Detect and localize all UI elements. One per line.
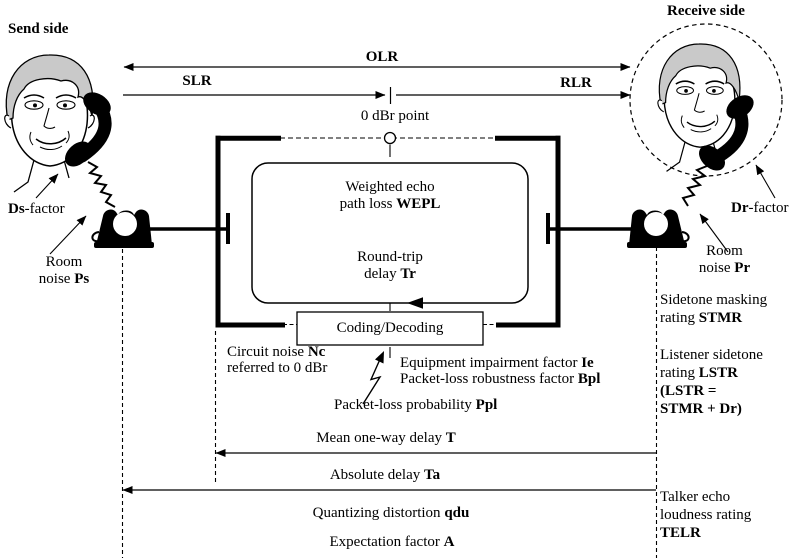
codec-box — [296, 311, 484, 346]
quantizing-distortion-label: Quantizing distortion qdu — [312, 505, 470, 521]
receive-handset-icon — [698, 95, 754, 171]
equipment-impairment-label: Equipment impairment factor Ie — [400, 355, 594, 371]
rlr-label: RLR — [560, 75, 592, 91]
send-face-illustration — [3, 54, 96, 193]
absolute-delay-label: Absolute delay Ta — [329, 467, 441, 483]
zero-dbr-label: 0 dBr point — [360, 108, 430, 124]
codec-label: Coding/Decoding — [336, 320, 444, 336]
room-noise-pr-label: Room noise Pr — [698, 243, 751, 276]
telr-label: Talker echo loudness rating TELR — [660, 489, 752, 541]
round-trip-delay-label: Round-trip delay Tr — [357, 249, 423, 282]
dr-factor-label: Dr-factor — [731, 200, 789, 216]
send-cord-icon — [87, 161, 116, 208]
loop-direction-arrowhead — [407, 297, 423, 309]
ds-factor-label: Ds-factor — [8, 201, 65, 217]
olr-label: OLR — [365, 49, 399, 65]
zero-dbr-point-marker — [383, 131, 397, 145]
slr-label: SLR — [182, 73, 212, 89]
packet-loss-robustness-label: Packet-loss robustness factor Bpl — [400, 371, 601, 387]
wepl-label: Weighted echo path loss WEPL — [339, 179, 441, 212]
lstr-label: Listener sidetone rating LSTR (LSTR = ST… — [660, 347, 763, 417]
receive-head-dashed-circle — [629, 23, 783, 177]
expectation-factor-label: Expectation factor A — [329, 534, 455, 550]
room-noise-ps-pointer-arrow — [49, 215, 87, 255]
mean-delay-label: Mean one-way delay T — [316, 430, 456, 446]
ds-factor-pointer-arrow — [35, 173, 59, 199]
send-telephone-icon — [91, 208, 155, 249]
lightning-arrow-icon — [362, 351, 384, 405]
receive-cord-icon — [681, 165, 708, 207]
stmr-label: Sidetone masking rating STMR — [660, 292, 768, 326]
send-side-title: Send side — [8, 21, 69, 37]
network-box — [215, 135, 561, 328]
receive-side-title: Receive side — [667, 3, 745, 19]
receive-telephone-icon — [626, 208, 690, 249]
send-handset-icon — [64, 92, 112, 167]
room-noise-ps-label: Room noise Ps — [38, 254, 90, 287]
dr-factor-pointer-arrow — [755, 164, 776, 199]
circuit-noise-label: Circuit noise Nc referred to 0 dBr — [227, 344, 328, 376]
packet-loss-probability-label: Packet-loss probability Ppl — [334, 397, 498, 413]
room-noise-pr-pointer-arrow — [699, 213, 729, 253]
